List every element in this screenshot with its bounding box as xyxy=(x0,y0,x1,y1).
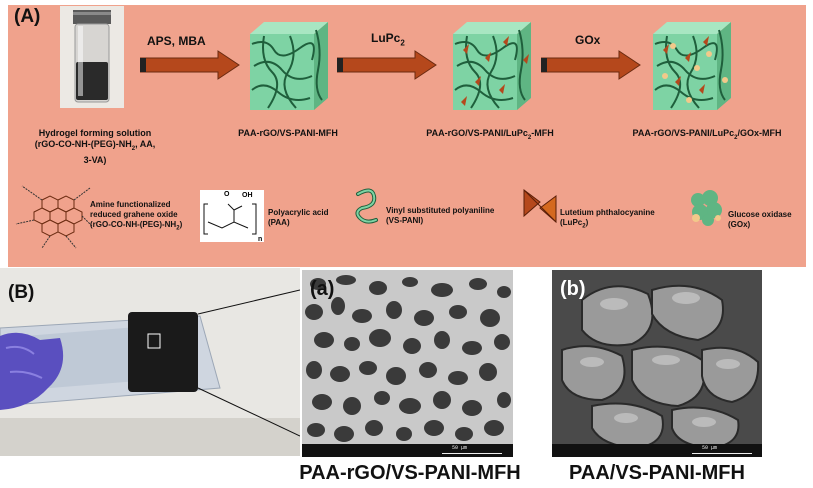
vial-icon xyxy=(73,10,111,103)
legend-vspani-text: Vinyl substituted polyaniline (VS-PANI) xyxy=(386,206,495,225)
sem-b-scale-bar xyxy=(692,453,752,454)
vspani-chain-icon xyxy=(355,188,378,224)
hydrogel-cube-1 xyxy=(250,22,328,110)
paa-struct-oh: OH xyxy=(242,192,253,199)
sem-a-caption: PAA-rGO/VS-PANI-MFH xyxy=(299,462,521,484)
rgo-molecule-icon xyxy=(15,185,93,249)
sem-a-scale-text: 50 μm xyxy=(452,445,468,451)
sem-b-scale-text: 50 μm xyxy=(702,445,718,451)
legend-lupc2-text: Lutetium phthalocyanine (LuPc2) xyxy=(560,208,655,230)
gox-enzyme-icon xyxy=(691,190,722,226)
hydrogel-cube-3 xyxy=(653,22,731,110)
hydrogel-cube-2 xyxy=(453,22,531,110)
arrow-lupc2 xyxy=(337,50,437,80)
paa-structure-icon xyxy=(200,190,264,242)
sem-b-texture xyxy=(552,270,762,457)
legend-gox-text: Glucose oxidase (GOx) xyxy=(728,210,792,229)
caption-gel1: PAA-rGO/VS-PANI-MFH xyxy=(238,128,338,138)
caption-hydrogel-solution: Hydrogel forming solution (rGO-CO-NH-(PE… xyxy=(34,128,156,165)
legend-rgo-text: Amine functionalized reduced grahene oxi… xyxy=(90,200,183,232)
sem-b-caption: PAA/VS-PANI-MFH xyxy=(569,462,745,484)
device-photo-drawing xyxy=(0,268,301,456)
panel-a-label: (A) xyxy=(14,6,41,27)
sem-a-porous-texture xyxy=(302,270,513,457)
paa-struct-n: n xyxy=(258,236,263,243)
lupc2-icon xyxy=(523,189,557,224)
step-gox-label: GOx xyxy=(575,33,601,47)
step-lupc2-label: LuPc2 xyxy=(371,31,405,48)
sem-b-letter: (b) xyxy=(560,278,586,300)
sem-image-a: (a) 50 μm xyxy=(302,270,513,457)
paa-struct-o: O xyxy=(224,191,230,198)
arrow-gox xyxy=(541,50,641,80)
caption-gel3: PAA-rGO/VS-PANI/LuPc2/GOx-MFH xyxy=(632,128,782,141)
sem-a-letter: (a) xyxy=(310,278,335,300)
legend-paa-text: Polyacrylic acid (PAA) xyxy=(268,208,329,227)
sem-a-scale-bar xyxy=(442,453,502,454)
arrow-aps-mba xyxy=(140,50,240,80)
device-photo xyxy=(0,268,301,456)
sem-image-b: (b) 50 μm xyxy=(552,270,762,457)
vial-photo xyxy=(60,6,124,108)
panel-b-label: (B) xyxy=(8,282,35,303)
caption-gel2: PAA-rGO/VS-PANI/LuPc2-MFH xyxy=(426,128,554,141)
step-aps-mba-label: APS, MBA xyxy=(147,34,206,48)
